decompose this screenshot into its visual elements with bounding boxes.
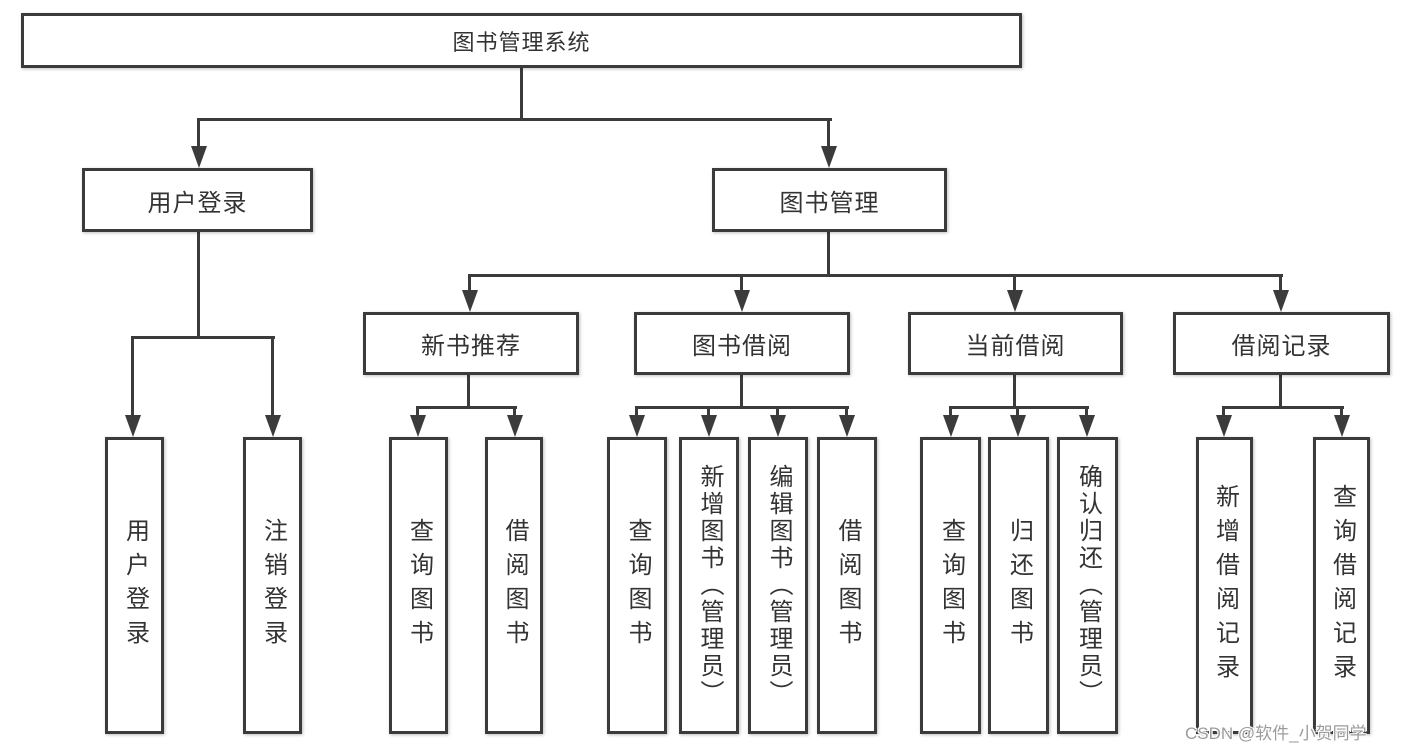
arrowhead-down-icon — [507, 415, 523, 437]
arrowhead-down-icon — [265, 415, 281, 437]
leaf-query-books: 查询图书 — [920, 437, 981, 734]
node-label: 图书借阅 — [692, 333, 792, 360]
connector-line — [198, 118, 832, 121]
connector-line — [707, 406, 710, 419]
connector-line — [416, 406, 517, 409]
arrowhead-down-icon — [943, 415, 959, 437]
arrowhead-down-icon — [1010, 415, 1026, 437]
leaf-borrow-books: 借阅图书 — [817, 437, 877, 734]
leaf-add-borrow-record: 新增借阅记录 — [1196, 437, 1253, 734]
leaf-label: 确认归还（管理员） — [1074, 464, 1102, 707]
arrowhead-down-icon — [1216, 415, 1232, 437]
watermark: CSDN @软件_小贺同学 — [1185, 724, 1367, 743]
arrowhead-down-icon — [701, 415, 717, 437]
connector-line — [1222, 406, 1225, 419]
leaf-add-books-admin: 新增图书（管理员） — [679, 437, 739, 734]
connector-line — [131, 336, 275, 339]
leaf-label: 查询图书 — [624, 517, 651, 654]
connector-line — [197, 232, 200, 339]
arrowhead-down-icon — [839, 415, 855, 437]
leaf-user-login: 用户登录 — [105, 437, 164, 734]
node-label: 当前借阅 — [965, 333, 1066, 360]
arrowhead-down-icon — [1007, 290, 1023, 312]
leaf-label: 借阅图书 — [834, 517, 861, 654]
connector-line — [1016, 406, 1019, 419]
node-user-login: 用户登录 — [82, 168, 313, 232]
node-label: 借阅记录 — [1231, 333, 1332, 360]
node-new-book-recommend: 新书推荐 — [363, 312, 579, 375]
connector-line — [1279, 375, 1282, 409]
arrowhead-down-icon — [734, 290, 750, 312]
connector-line — [271, 336, 274, 419]
leaf-label: 归还图书 — [1005, 517, 1033, 654]
connector-line — [520, 68, 523, 121]
connector-line — [1340, 406, 1343, 419]
connector-line — [740, 274, 743, 294]
leaf-borrow-books: 借阅图书 — [485, 437, 543, 734]
leaf-label: 查询图书 — [937, 517, 965, 654]
node-root-label: 图书管理系统 — [452, 29, 591, 55]
leaf-label: 新增图书（管理员） — [696, 464, 723, 707]
connector-line — [131, 336, 134, 419]
arrowhead-down-icon — [191, 146, 207, 168]
arrowhead-down-icon — [1273, 290, 1289, 312]
connector-line — [467, 375, 470, 409]
connector-line — [635, 406, 849, 409]
leaf-label: 注销登录 — [259, 517, 287, 654]
connector-line — [827, 118, 830, 150]
connector-line — [468, 274, 471, 294]
connector-line — [827, 232, 830, 277]
connector-line — [776, 406, 779, 419]
leaf-label: 新增借阅记录 — [1211, 483, 1239, 688]
connector-line — [468, 274, 1283, 277]
leaf-label: 查询图书 — [405, 517, 433, 654]
leaf-label: 查询借阅记录 — [1328, 483, 1356, 688]
connector-line — [740, 375, 743, 409]
leaf-label: 用户登录 — [121, 517, 149, 654]
connector-line — [1013, 375, 1016, 409]
arrowhead-down-icon — [1334, 415, 1350, 437]
leaf-query-books: 查询图书 — [389, 437, 448, 734]
arrowhead-down-icon — [125, 415, 141, 437]
node-book-management: 图书管理 — [712, 168, 947, 232]
node-current-borrow: 当前借阅 — [908, 312, 1123, 375]
arrowhead-down-icon — [821, 146, 837, 168]
node-borrow-records: 借阅记录 — [1173, 312, 1390, 375]
node-label: 新书推荐 — [421, 333, 521, 360]
connector-line — [1222, 406, 1344, 409]
leaf-return-books: 归还图书 — [988, 437, 1049, 734]
leaf-label: 借阅图书 — [501, 517, 528, 654]
connector-line — [949, 406, 952, 419]
connector-line — [1013, 274, 1016, 294]
leaf-query-borrow-record: 查询借阅记录 — [1313, 437, 1370, 734]
connector-line — [635, 406, 638, 419]
arrowhead-down-icon — [410, 415, 426, 437]
arrowhead-down-icon — [770, 415, 786, 437]
node-label: 图书管理 — [779, 189, 880, 217]
leaf-logout: 注销登录 — [243, 437, 302, 734]
connector-line — [1085, 406, 1088, 419]
leaf-label: 编辑图书（管理员） — [765, 464, 792, 707]
connector-line — [416, 406, 419, 419]
node-root: 图书管理系统 — [21, 13, 1022, 68]
node-book-borrow: 图书借阅 — [634, 312, 850, 375]
arrowhead-down-icon — [1079, 415, 1095, 437]
connector-line — [845, 406, 848, 419]
leaf-query-books: 查询图书 — [607, 437, 667, 734]
connector-line — [197, 118, 200, 150]
arrowhead-down-icon — [462, 290, 478, 312]
node-label: 用户登录 — [147, 189, 248, 217]
leaf-confirm-return-admin: 确认归还（管理员） — [1057, 437, 1118, 734]
connector-line — [513, 406, 516, 419]
connector-line — [949, 406, 1089, 409]
arrowhead-down-icon — [629, 415, 645, 437]
connector-line — [1279, 274, 1282, 294]
leaf-edit-books-admin: 编辑图书（管理员） — [748, 437, 808, 734]
